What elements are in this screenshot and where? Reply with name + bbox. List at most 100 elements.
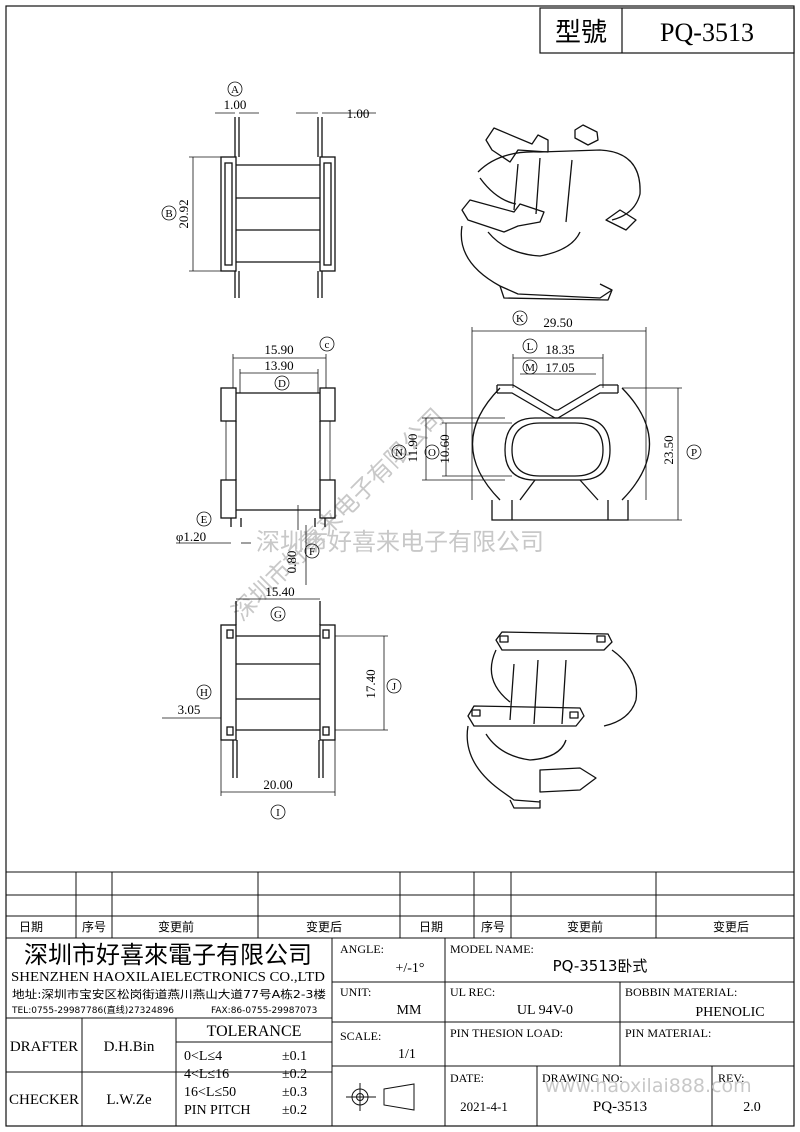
tolerance-range-2: 4<L≤16 xyxy=(184,1067,229,1082)
rev-header-after-1: 变更后 xyxy=(306,919,342,934)
dim-value-k: 29.50 xyxy=(543,315,572,330)
dim-label-k: K xyxy=(516,313,524,325)
drafter-value: D.H.Bin xyxy=(104,1039,155,1055)
angle-value: +/-1° xyxy=(395,961,424,976)
unit-value: MM xyxy=(397,1003,422,1018)
drawing-border xyxy=(5,5,795,1127)
dim-label-d: D xyxy=(278,378,286,390)
date-value: 2021-4-1 xyxy=(460,1099,508,1114)
dim-label-a: A xyxy=(231,84,239,96)
front-view-bottom xyxy=(220,601,336,778)
dim-label-n: N xyxy=(395,447,403,459)
front-view-top xyxy=(220,117,336,298)
dim-label-i: I xyxy=(276,807,280,819)
projection-symbol xyxy=(346,1083,415,1111)
ul-label: UL REC: xyxy=(450,985,495,999)
model-label: 型號 xyxy=(555,18,607,48)
dim-label-j: J xyxy=(392,681,397,693)
dimension-lines-side xyxy=(391,310,702,521)
header-model-box: 型號 PQ-3513 xyxy=(539,7,795,54)
unit-label: UNIT: xyxy=(340,985,371,999)
isometric-view-top xyxy=(460,124,641,301)
dim-value-a2: 1.00 xyxy=(347,106,370,121)
dim-label-l: L xyxy=(527,341,534,353)
dim-value-i: 20.00 xyxy=(263,777,292,792)
dim-label-f: F xyxy=(309,546,315,558)
dim-value-d: 13.90 xyxy=(264,358,293,373)
angle-label: ANGLE: xyxy=(340,942,384,956)
date-label: DATE: xyxy=(450,1071,484,1085)
company-block: 深圳市好喜來電子有限公司 SHENZHEN HAOXILAIELECTRONIC… xyxy=(11,941,326,1016)
rev-value: 2.0 xyxy=(743,1100,761,1115)
dim-label-g: G xyxy=(274,609,282,621)
scale-value: 1/1 xyxy=(398,1047,416,1062)
rev-header-after-2: 变更后 xyxy=(713,919,749,934)
tolerance-value-3: ±0.3 xyxy=(282,1085,307,1100)
drafter-label: DRAFTER xyxy=(10,1039,78,1055)
dim-value-o: 10.60 xyxy=(437,434,452,463)
ul-value: UL 94V-0 xyxy=(517,1003,573,1018)
dim-value-j: 17.40 xyxy=(363,669,378,698)
company-address: 地址:深圳市宝安区松岗街道燕川燕山大道77号A栋2-3楼 xyxy=(12,987,326,1001)
dim-label-b: B xyxy=(165,208,172,220)
dim-value-n: 11.90 xyxy=(405,434,420,463)
tolerance-range-1: 0<L≤4 xyxy=(184,1049,222,1064)
dim-label-m: M xyxy=(525,362,535,374)
dim-value-h: 3.05 xyxy=(178,702,201,717)
watermark-text: 深圳市好喜来电子有限公司 xyxy=(256,528,544,556)
dim-value-m: 17.05 xyxy=(545,360,574,375)
dim-value-b: 20.92 xyxy=(176,199,191,228)
dim-value-l: 18.35 xyxy=(545,342,574,357)
checker-label: CHECKER xyxy=(9,1092,79,1108)
front-view-middle xyxy=(220,387,336,527)
model-value: PQ-3513 xyxy=(660,18,754,47)
model-name-label: MODEL NAME: xyxy=(450,942,534,956)
isometric-view-bottom xyxy=(466,631,638,809)
rev-header-no-2: 序号 xyxy=(481,919,505,934)
rev-label: REV: xyxy=(718,1071,744,1085)
dim-label-p: P xyxy=(691,447,697,459)
dim-value-e: φ1.20 xyxy=(176,529,206,544)
company-tel: TEL:0755-29987786(直线)27324896 xyxy=(11,1004,174,1016)
checker-value: L.W.Ze xyxy=(106,1092,152,1108)
rev-header-date-2: 日期 xyxy=(419,920,443,934)
revision-table xyxy=(6,871,794,939)
dimension-lines-top xyxy=(161,81,376,272)
drawing-no-label: DRAWING NO: xyxy=(542,1071,623,1085)
dim-label-o: O xyxy=(428,447,436,459)
tolerance-value-2: ±0.2 xyxy=(282,1067,307,1082)
dim-value-f: 0.80 xyxy=(284,551,299,574)
dim-value-g: 15.40 xyxy=(265,584,294,599)
dim-label-e: E xyxy=(201,514,208,526)
dim-label-h: H xyxy=(200,687,208,699)
dim-value-c: 15.90 xyxy=(264,342,293,357)
tolerance-range-4: PIN PITCH xyxy=(184,1103,251,1118)
company-name-en: SHENZHEN HAOXILAIELECTRONICS CO.,LTD xyxy=(11,970,325,985)
dim-value-p: 23.50 xyxy=(661,435,676,464)
company-name-cn: 深圳市好喜來電子有限公司 xyxy=(24,941,312,969)
tolerance-value-4: ±0.2 xyxy=(282,1103,307,1118)
bobbin-material-label: BOBBIN MATERIAL: xyxy=(625,985,737,999)
dimension-lines-bottom xyxy=(162,598,402,820)
dim-value-a: 1.00 xyxy=(224,97,247,112)
title-block-grid xyxy=(6,938,794,1126)
tolerance-label: TOLERANCE xyxy=(207,1023,302,1040)
company-fax: FAX:86-0755-29987073 xyxy=(211,1006,317,1016)
tolerance-range-3: 16<L≤50 xyxy=(184,1085,236,1100)
drawing-no-value: PQ-3513 xyxy=(593,1099,647,1115)
pin-load-label: PIN THESION LOAD: xyxy=(450,1026,563,1040)
dim-label-c: c xyxy=(325,339,330,351)
watermark-url: www.haoxilai888.com xyxy=(544,1075,751,1097)
model-name-value: PQ-3513卧式 xyxy=(553,957,648,975)
rev-header-before-1: 变更前 xyxy=(158,919,194,934)
rev-header-date-1: 日期 xyxy=(19,920,43,934)
tolerance-value-1: ±0.1 xyxy=(282,1049,307,1064)
pin-material-label: PIN MATERIAL: xyxy=(625,1026,711,1040)
rev-header-no-1: 序号 xyxy=(82,919,106,934)
dimension-lines-middle xyxy=(176,336,335,585)
bobbin-material-value: PHENOLIC xyxy=(695,1005,764,1020)
scale-label: SCALE: xyxy=(340,1029,381,1043)
side-view xyxy=(471,384,651,521)
rev-header-before-2: 变更前 xyxy=(567,919,603,934)
